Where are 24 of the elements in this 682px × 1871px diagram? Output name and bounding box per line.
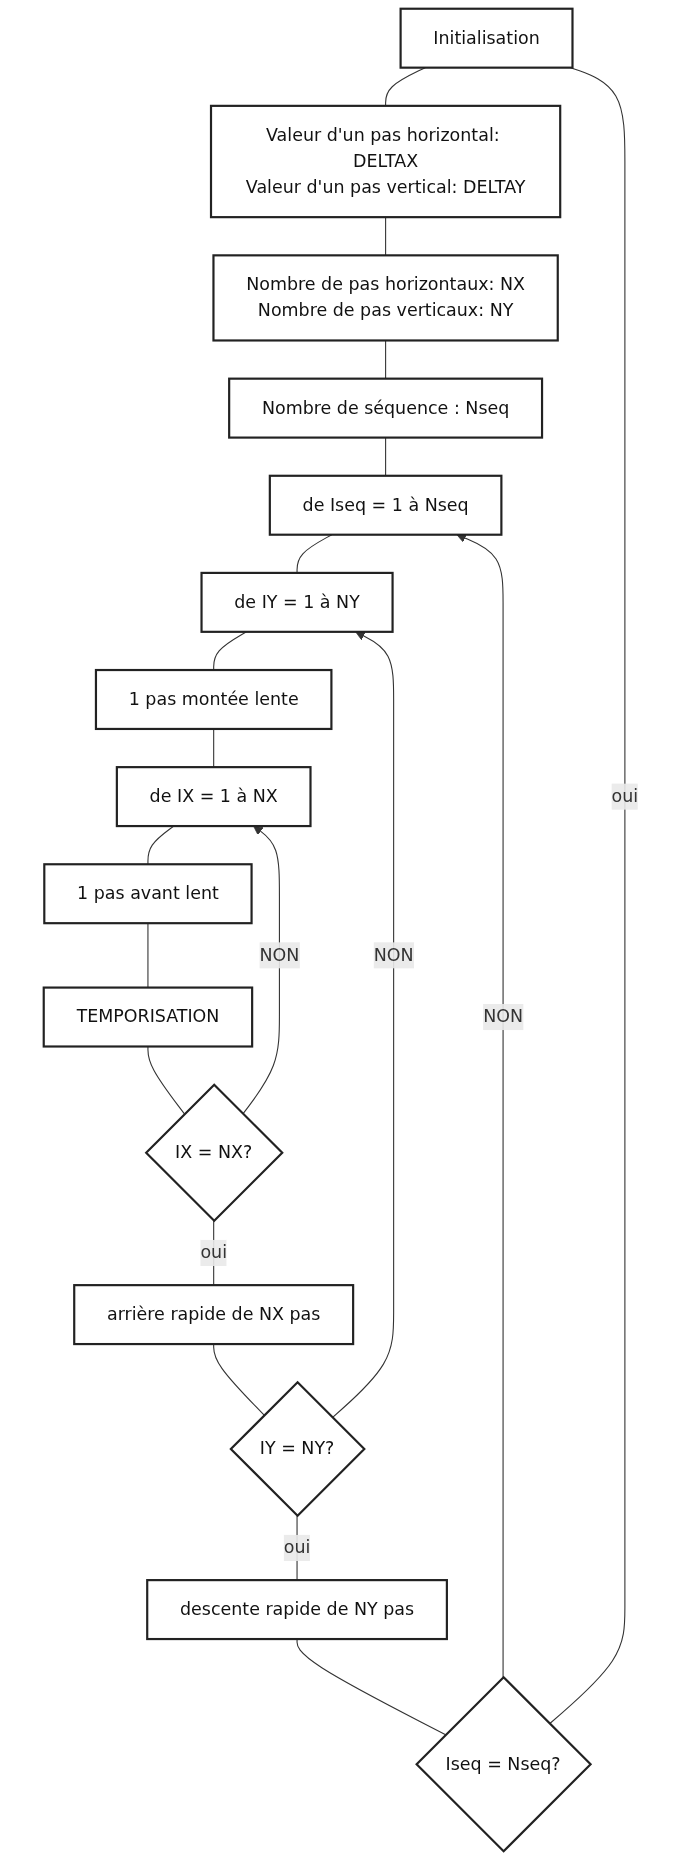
node-diamond: IX = NX? bbox=[144, 1083, 284, 1223]
edge-label: oui bbox=[200, 1242, 228, 1263]
edge-label: oui bbox=[611, 785, 639, 807]
node-box: 1 pas avant lent bbox=[43, 863, 253, 925]
node-diamond: IY = NY? bbox=[229, 1380, 366, 1518]
arrow bbox=[331, 631, 395, 1419]
node-box: Nombre de pas horizontaux: NX Nombre de pas verticaux: NY bbox=[212, 254, 559, 342]
node-box: 1 pas montée lente bbox=[94, 668, 333, 731]
node-box: Valeur d'un pas horizontal: DELTAX Valeur d'un pas vertical: DELTAY bbox=[209, 104, 562, 219]
node-box: Nombre de séquence : Nseq bbox=[228, 377, 544, 439]
node-box: arrière rapide de NX pas bbox=[73, 1284, 355, 1346]
connector bbox=[213, 728, 215, 768]
edge-label: oui bbox=[283, 1537, 311, 1558]
node-diamond: Iseq = Nseq? bbox=[415, 1675, 593, 1853]
edge-label: NON bbox=[373, 944, 414, 966]
edge-label: NON bbox=[259, 944, 300, 966]
node-box: descente rapide de NY pas bbox=[146, 1579, 448, 1641]
node-box: de IX = 1 à NX bbox=[115, 766, 312, 828]
node-box: de IY = 1 à NY bbox=[200, 571, 394, 633]
connector bbox=[549, 67, 626, 1725]
edge-label: NON bbox=[483, 1006, 524, 1027]
node-box: TEMPORISATION bbox=[42, 986, 254, 1048]
node-box: de Iseq = 1 à Nseq bbox=[268, 474, 503, 536]
node-box: Initialisation bbox=[399, 7, 574, 69]
